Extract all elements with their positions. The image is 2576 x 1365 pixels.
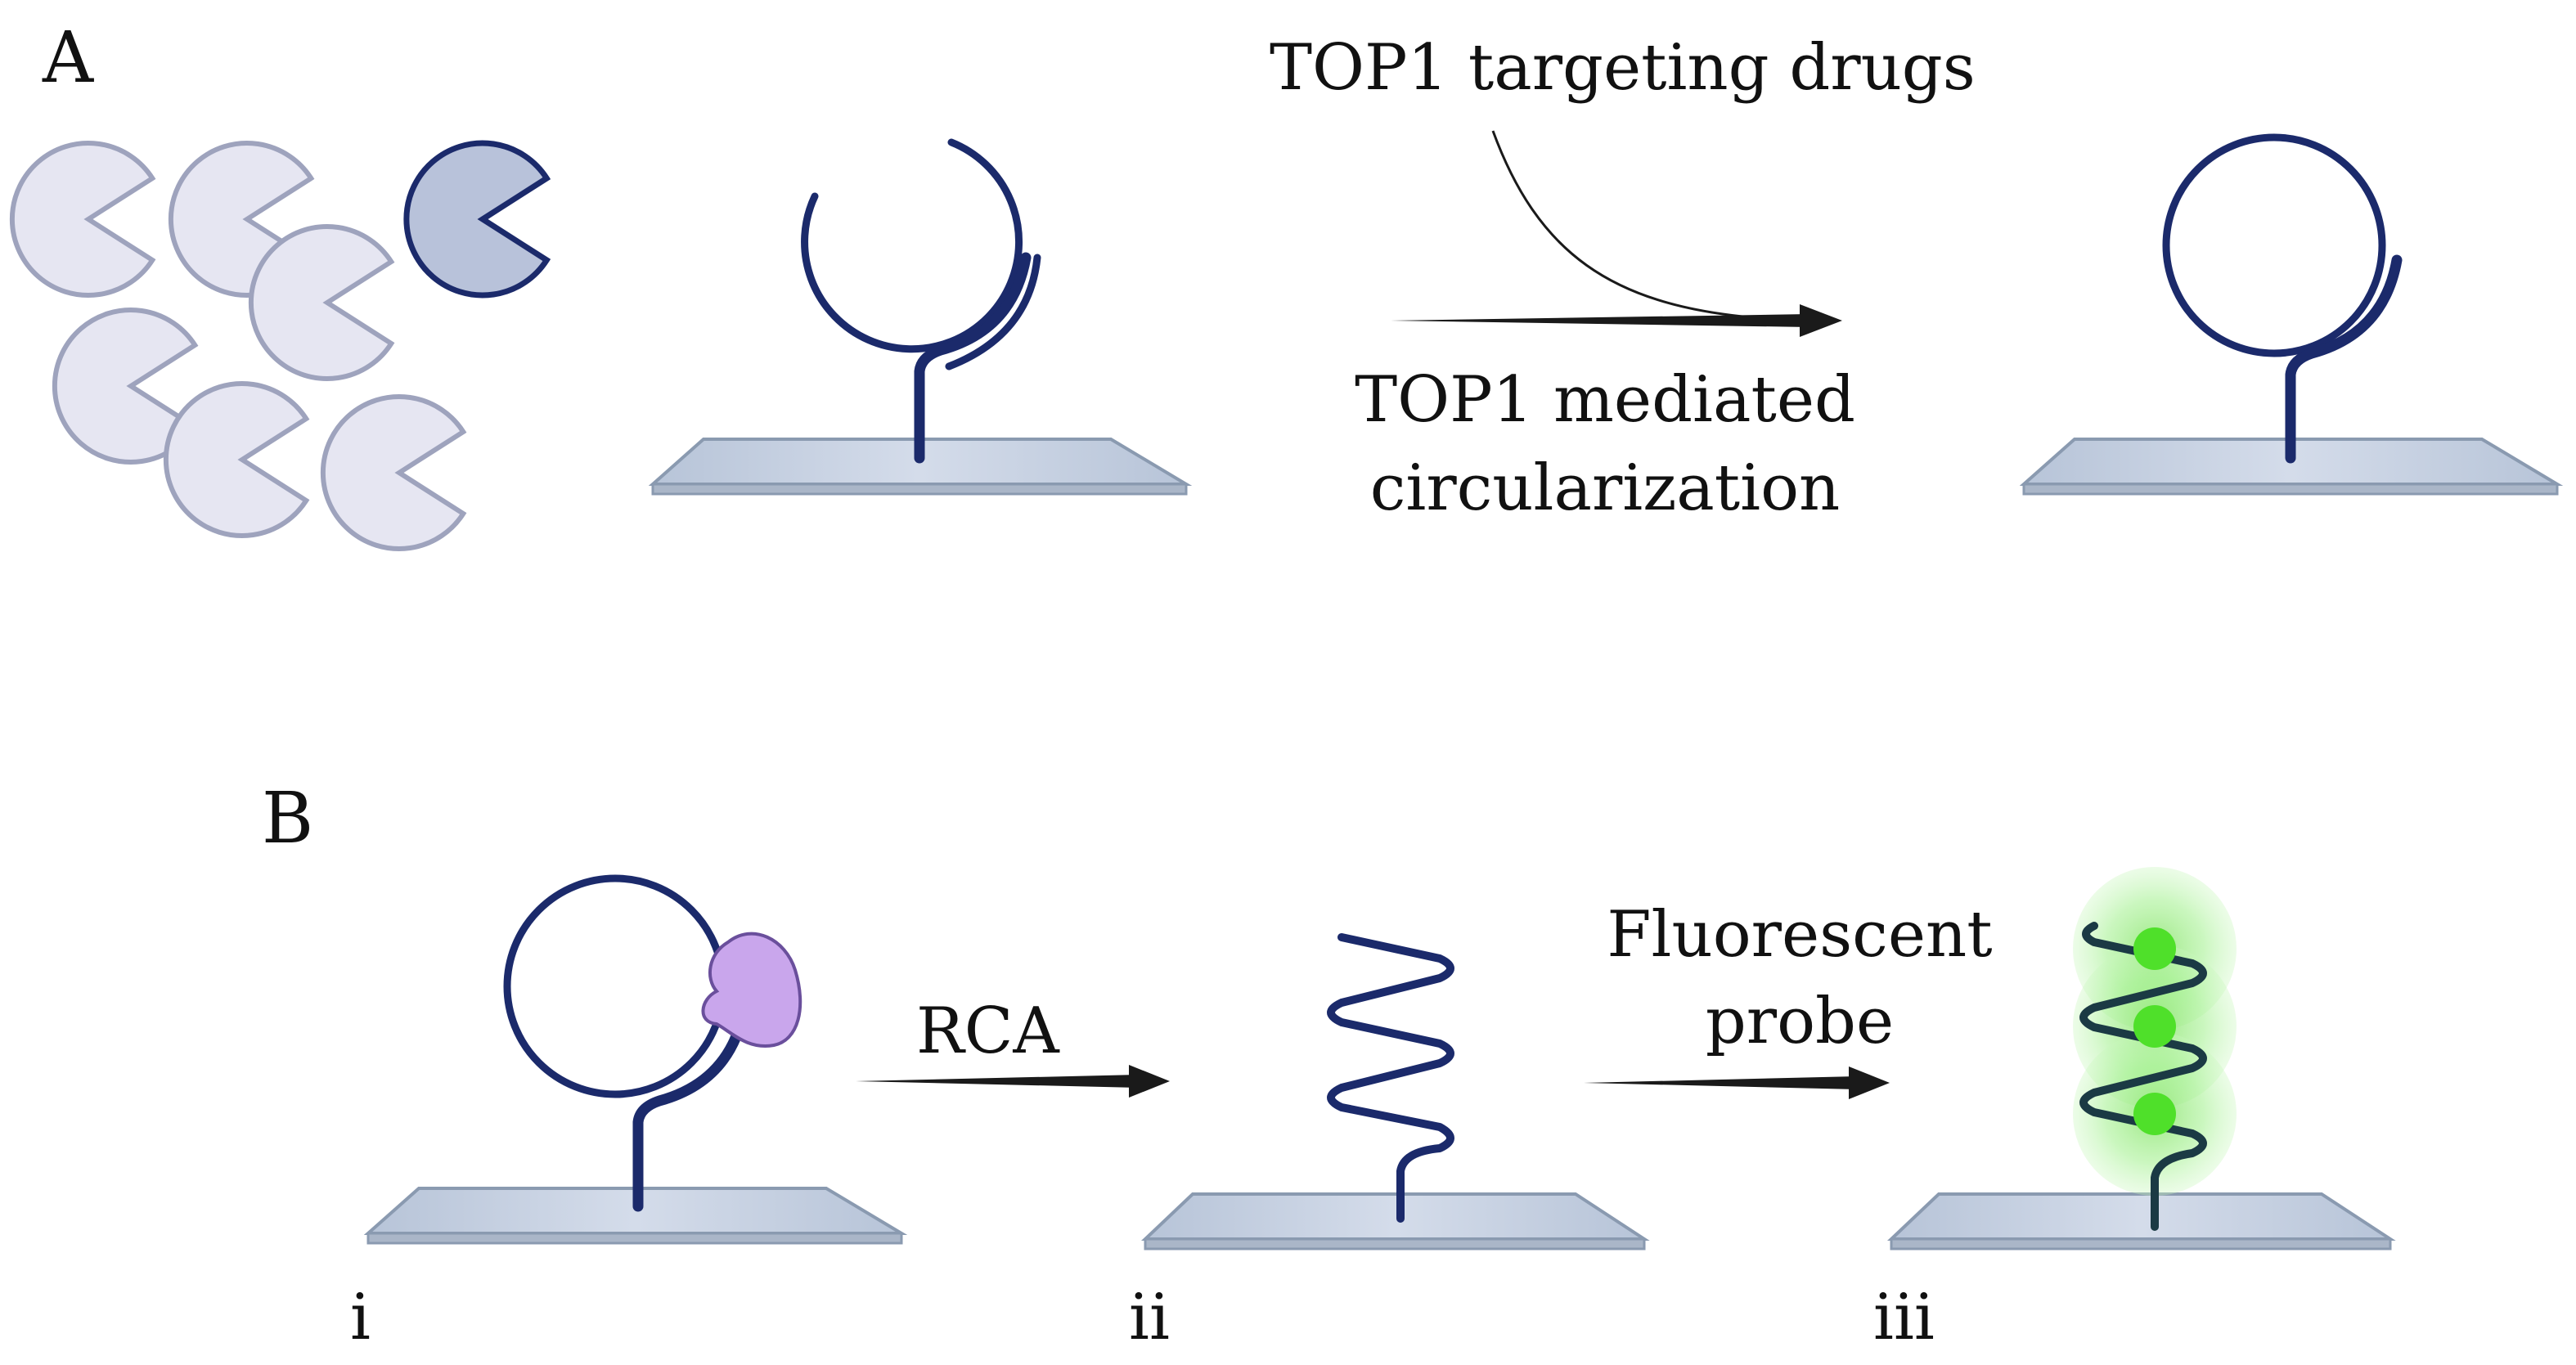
enzyme-icon	[9, 141, 156, 298]
bound-protein-icon	[701, 932, 802, 1048]
drug-label: TOP1 targeting drugs	[1270, 31, 1976, 105]
glass-slide	[363, 1187, 908, 1245]
active-enzyme-icon	[403, 140, 551, 299]
fluorescent-dot-icon	[2133, 927, 2176, 970]
open-dna-probe	[801, 138, 1041, 464]
panel-label-b: B	[262, 778, 314, 860]
probe-label-line1: Fluorescent	[1607, 898, 1993, 972]
drug-input-curve	[1491, 130, 1751, 319]
circular-dna	[2162, 133, 2403, 464]
circular-dna-with-protein	[503, 874, 802, 1212]
enzyme-icon	[320, 394, 467, 551]
reaction-arrow	[1391, 304, 1842, 337]
step-label-i: i	[350, 1281, 371, 1354]
mechanism-label-line2: circularization	[1369, 451, 1841, 525]
probe-arrow	[1584, 1066, 1890, 1099]
enzyme-icon	[248, 224, 395, 381]
step-label-ii: ii	[1129, 1281, 1170, 1354]
mechanism-label-line1: TOP1 mediated	[1355, 363, 1855, 437]
rca-label: RCA	[916, 995, 1059, 1068]
fluorescent-dot-icon	[2133, 1093, 2176, 1135]
fluorescent-dot-icon	[2133, 1005, 2176, 1048]
rca-arrow	[856, 1065, 1170, 1098]
labeled-rca-coil	[2079, 922, 2207, 1231]
fluorescent-probe-dots	[2133, 927, 2176, 1135]
step-label-iii: iii	[1873, 1281, 1935, 1354]
enzyme-icon	[52, 308, 199, 465]
enzyme-cluster-shapes	[9, 141, 467, 551]
enzyme-icon	[163, 381, 310, 538]
probe-label-line2: probe	[1705, 985, 1895, 1058]
rca-product-coil	[1327, 933, 1454, 1223]
glass-slide	[1886, 1192, 2396, 1251]
glass-slide	[1140, 1192, 1650, 1251]
panel-label-a: A	[43, 17, 94, 99]
